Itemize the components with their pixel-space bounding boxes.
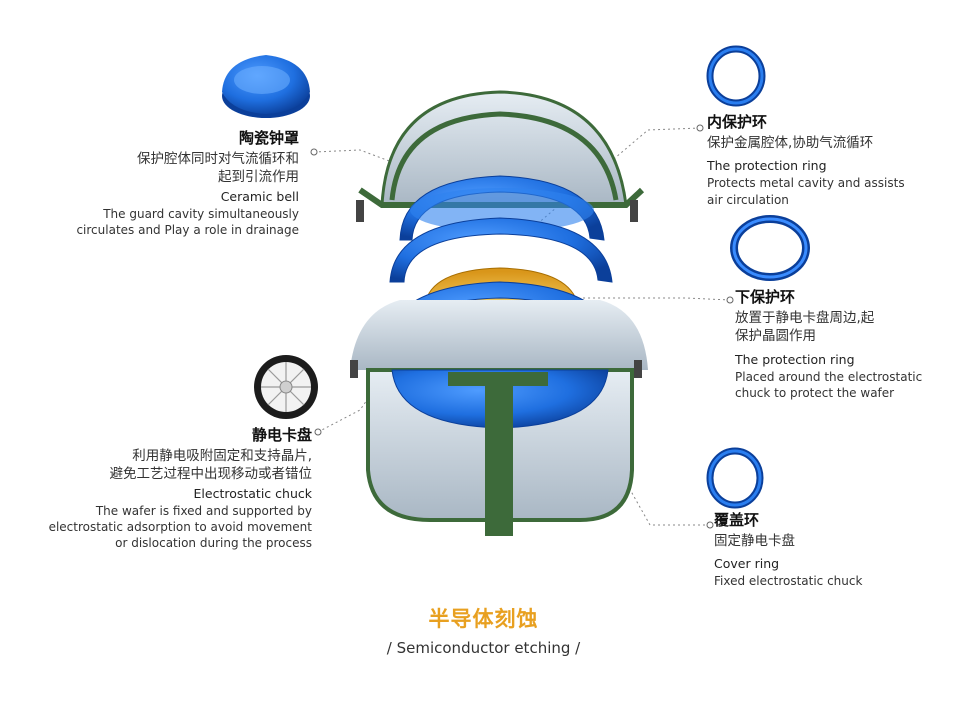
cover-ring-desc-en-1: Fixed electrostatic chuck bbox=[714, 574, 863, 589]
ceramic-bell-desc-zh-1: 保护腔体同时对气流循环和 bbox=[137, 151, 299, 168]
label-electrostatic-chuck: 静电卡盘 利用静电吸附固定和支持晶片, 避免工艺过程中出现移动或者错位 Elec… bbox=[12, 425, 312, 551]
label-cover-ring: 覆盖环 固定静电卡盘 Cover ring Fixed electrostati… bbox=[714, 510, 914, 590]
ceramic-bell-desc-zh-2: 起到引流作用 bbox=[218, 169, 299, 186]
chuck-desc-zh-2: 避免工艺过程中出现移动或者错位 bbox=[109, 466, 313, 483]
lower-ring-thumbnail bbox=[730, 215, 810, 281]
lower-ring-desc-zh-1: 放置于静电卡盘周边,起 bbox=[735, 310, 875, 327]
lower-ring-desc-en-1: Placed around the electrostatic bbox=[735, 369, 923, 384]
cover-ring-title-en: Cover ring bbox=[714, 556, 780, 572]
caption-zh: 半导体刻蚀 bbox=[428, 607, 539, 631]
ceramic-bell-thumbnail bbox=[222, 55, 310, 118]
chuck-desc-en-3: or dislocation during the process bbox=[115, 535, 312, 550]
inner-ring-title-zh: 内保护环 bbox=[707, 113, 768, 131]
chuck-title-en: Electrostatic chuck bbox=[193, 485, 312, 501]
electrostatic-chuck-thumbnail bbox=[254, 355, 318, 419]
leader-dots bbox=[310, 124, 734, 529]
label-inner-ring: 内保护环 保护金属腔体,协助气流循环 The protection ring P… bbox=[707, 112, 947, 208]
ceramic-bell-title-en: Ceramic bell bbox=[220, 188, 299, 204]
label-ceramic-bell: 陶瓷钟罩 保护腔体同时对气流循环和 起到引流作用 Ceramic bell Th… bbox=[9, 128, 299, 238]
exploded-assembly bbox=[350, 90, 648, 536]
label-lower-ring: 下保护环 放置于静电卡盘周边,起 保护晶圆作用 The protection r… bbox=[735, 287, 960, 401]
cover-ring-thumbnail bbox=[706, 447, 764, 509]
cover-ring-title-zh: 覆盖环 bbox=[714, 511, 760, 529]
lower-ring-title-en: The protection ring bbox=[735, 351, 855, 367]
inner-ring-desc-zh-1: 保护金属腔体,协助气流循环 bbox=[707, 135, 874, 152]
ceramic-bell-desc-en-2: circulates and Play a role in drainage bbox=[76, 222, 299, 237]
caption-en: / Semiconductor etching / bbox=[386, 639, 581, 657]
assembly-ceramic-bell bbox=[356, 90, 645, 222]
cover-ring-desc-zh-1: 固定静电卡盘 bbox=[714, 533, 795, 550]
assembly-middle-ring bbox=[389, 217, 613, 283]
ceramic-bell-title-zh: 陶瓷钟罩 bbox=[238, 129, 299, 147]
assembly-lower-chamber bbox=[350, 300, 648, 536]
chuck-desc-en-2: electrostatic adsorption to avoid moveme… bbox=[48, 519, 312, 534]
chuck-desc-en-1: The wafer is fixed and supported by bbox=[95, 503, 312, 518]
inner-ring-title-en: The protection ring bbox=[707, 158, 827, 174]
chuck-desc-zh-1: 利用静电吸附固定和支持晶片, bbox=[132, 448, 312, 465]
inner-ring-thumbnail bbox=[706, 45, 766, 107]
inner-ring-desc-en-2: air circulation bbox=[707, 192, 789, 207]
ceramic-bell-desc-en-1: The guard cavity simultaneously bbox=[103, 206, 299, 221]
lower-ring-title-zh: 下保护环 bbox=[735, 288, 796, 306]
inner-ring-desc-en-1: Protects metal cavity and assists bbox=[707, 176, 905, 191]
lower-ring-desc-en-2: chuck to protect the wafer bbox=[735, 385, 895, 400]
lower-ring-desc-zh-2: 保护晶圆作用 bbox=[735, 328, 816, 345]
caption: 半导体刻蚀 / Semiconductor etching / bbox=[0, 603, 967, 657]
chuck-title-zh: 静电卡盘 bbox=[251, 426, 312, 444]
assembly-inner-ring bbox=[399, 175, 605, 241]
